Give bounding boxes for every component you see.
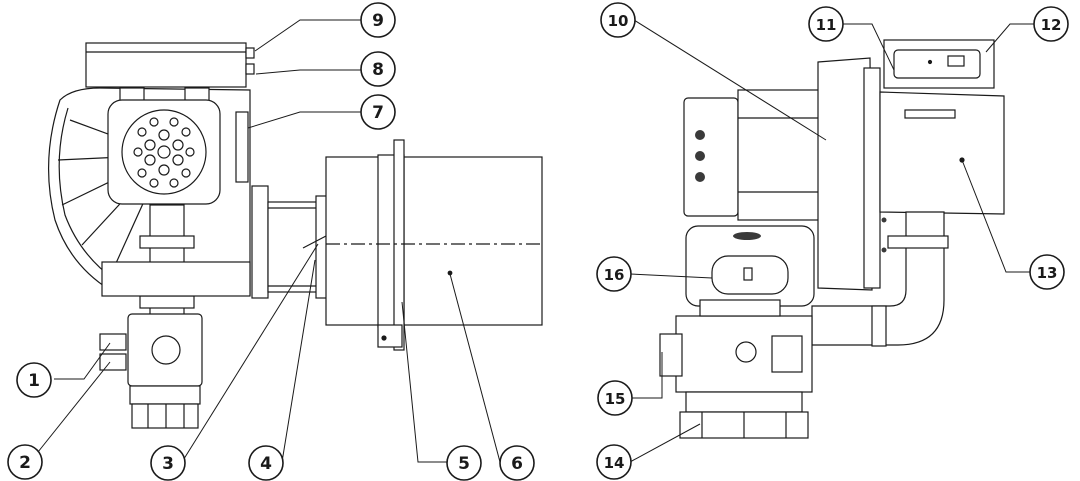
svg-text:1: 1 [28, 371, 40, 391]
svg-text:13: 13 [1037, 264, 1058, 282]
callout-markers: 1 2 3 4 5 6 7 8 9 10 11 12 13 14 15 16 [7, 2, 1069, 481]
pressure-switch-2 [99, 353, 127, 371]
leader-9 [254, 19, 362, 52]
callout-12: 12 [1033, 6, 1069, 42]
callout-9: 9 [360, 2, 396, 38]
callout-16: 16 [596, 256, 632, 292]
leader-6 [449, 273, 501, 463]
svg-text:12: 12 [1041, 16, 1062, 34]
tube-flange [393, 139, 405, 351]
leader-8 [255, 69, 362, 75]
blast-tube [325, 156, 543, 326]
svg-text:10: 10 [608, 12, 629, 30]
leader-13 [961, 159, 1030, 273]
svg-text:4: 4 [260, 454, 272, 474]
leader-2 [37, 361, 111, 453]
pressure-switch-1 [99, 333, 127, 351]
callout-15: 15 [597, 380, 633, 416]
callout-7: 7 [360, 94, 396, 130]
svg-text:7: 7 [372, 103, 384, 123]
leader-1 [54, 342, 111, 380]
leader-10 [633, 19, 827, 141]
svg-text:14: 14 [604, 454, 625, 472]
leader-15 [632, 352, 663, 399]
callout-14: 14 [596, 444, 632, 480]
grille-holes [133, 117, 195, 188]
valve-base [685, 391, 803, 413]
leader-5 [401, 301, 448, 463]
callout-10: 10 [600, 2, 636, 38]
callout-leaders [37, 19, 1034, 463]
svg-text:15: 15 [605, 390, 626, 408]
callout-4: 4 [248, 445, 284, 481]
svg-text:8: 8 [372, 60, 384, 80]
callout-11: 11 [808, 6, 844, 42]
fan-housing-front [817, 57, 873, 291]
svg-text:9: 9 [372, 11, 384, 31]
svg-text:11: 11 [816, 16, 837, 34]
leader-4 [281, 259, 316, 463]
display-panel [893, 49, 981, 79]
svg-text:2: 2 [19, 453, 31, 473]
callout-5: 5 [446, 445, 482, 481]
svg-text:6: 6 [511, 454, 523, 474]
callout-1: 1 [16, 362, 52, 398]
connection-flange [251, 185, 269, 299]
svg-text:16: 16 [604, 266, 625, 284]
leader-7 [247, 111, 362, 129]
leader-3 [181, 243, 319, 463]
svg-text:5: 5 [458, 454, 470, 474]
callout-6: 6 [499, 445, 535, 481]
leader-14 [629, 423, 701, 463]
burner-front-view [659, 39, 1005, 439]
callout-3: 3 [150, 445, 186, 481]
callout-13: 13 [1029, 254, 1065, 290]
motor-body [683, 97, 739, 217]
burner-side-view [47, 42, 543, 429]
callout-8: 8 [360, 51, 396, 87]
callout-2: 2 [7, 444, 43, 480]
leader-16 [629, 273, 713, 279]
top-control-box [85, 42, 247, 88]
side-cover [879, 91, 1005, 215]
air-damper [235, 111, 249, 183]
leader-11 [842, 23, 895, 71]
valve-actuator [131, 403, 199, 429]
leader-12 [985, 23, 1034, 53]
svg-text:3: 3 [162, 454, 174, 474]
